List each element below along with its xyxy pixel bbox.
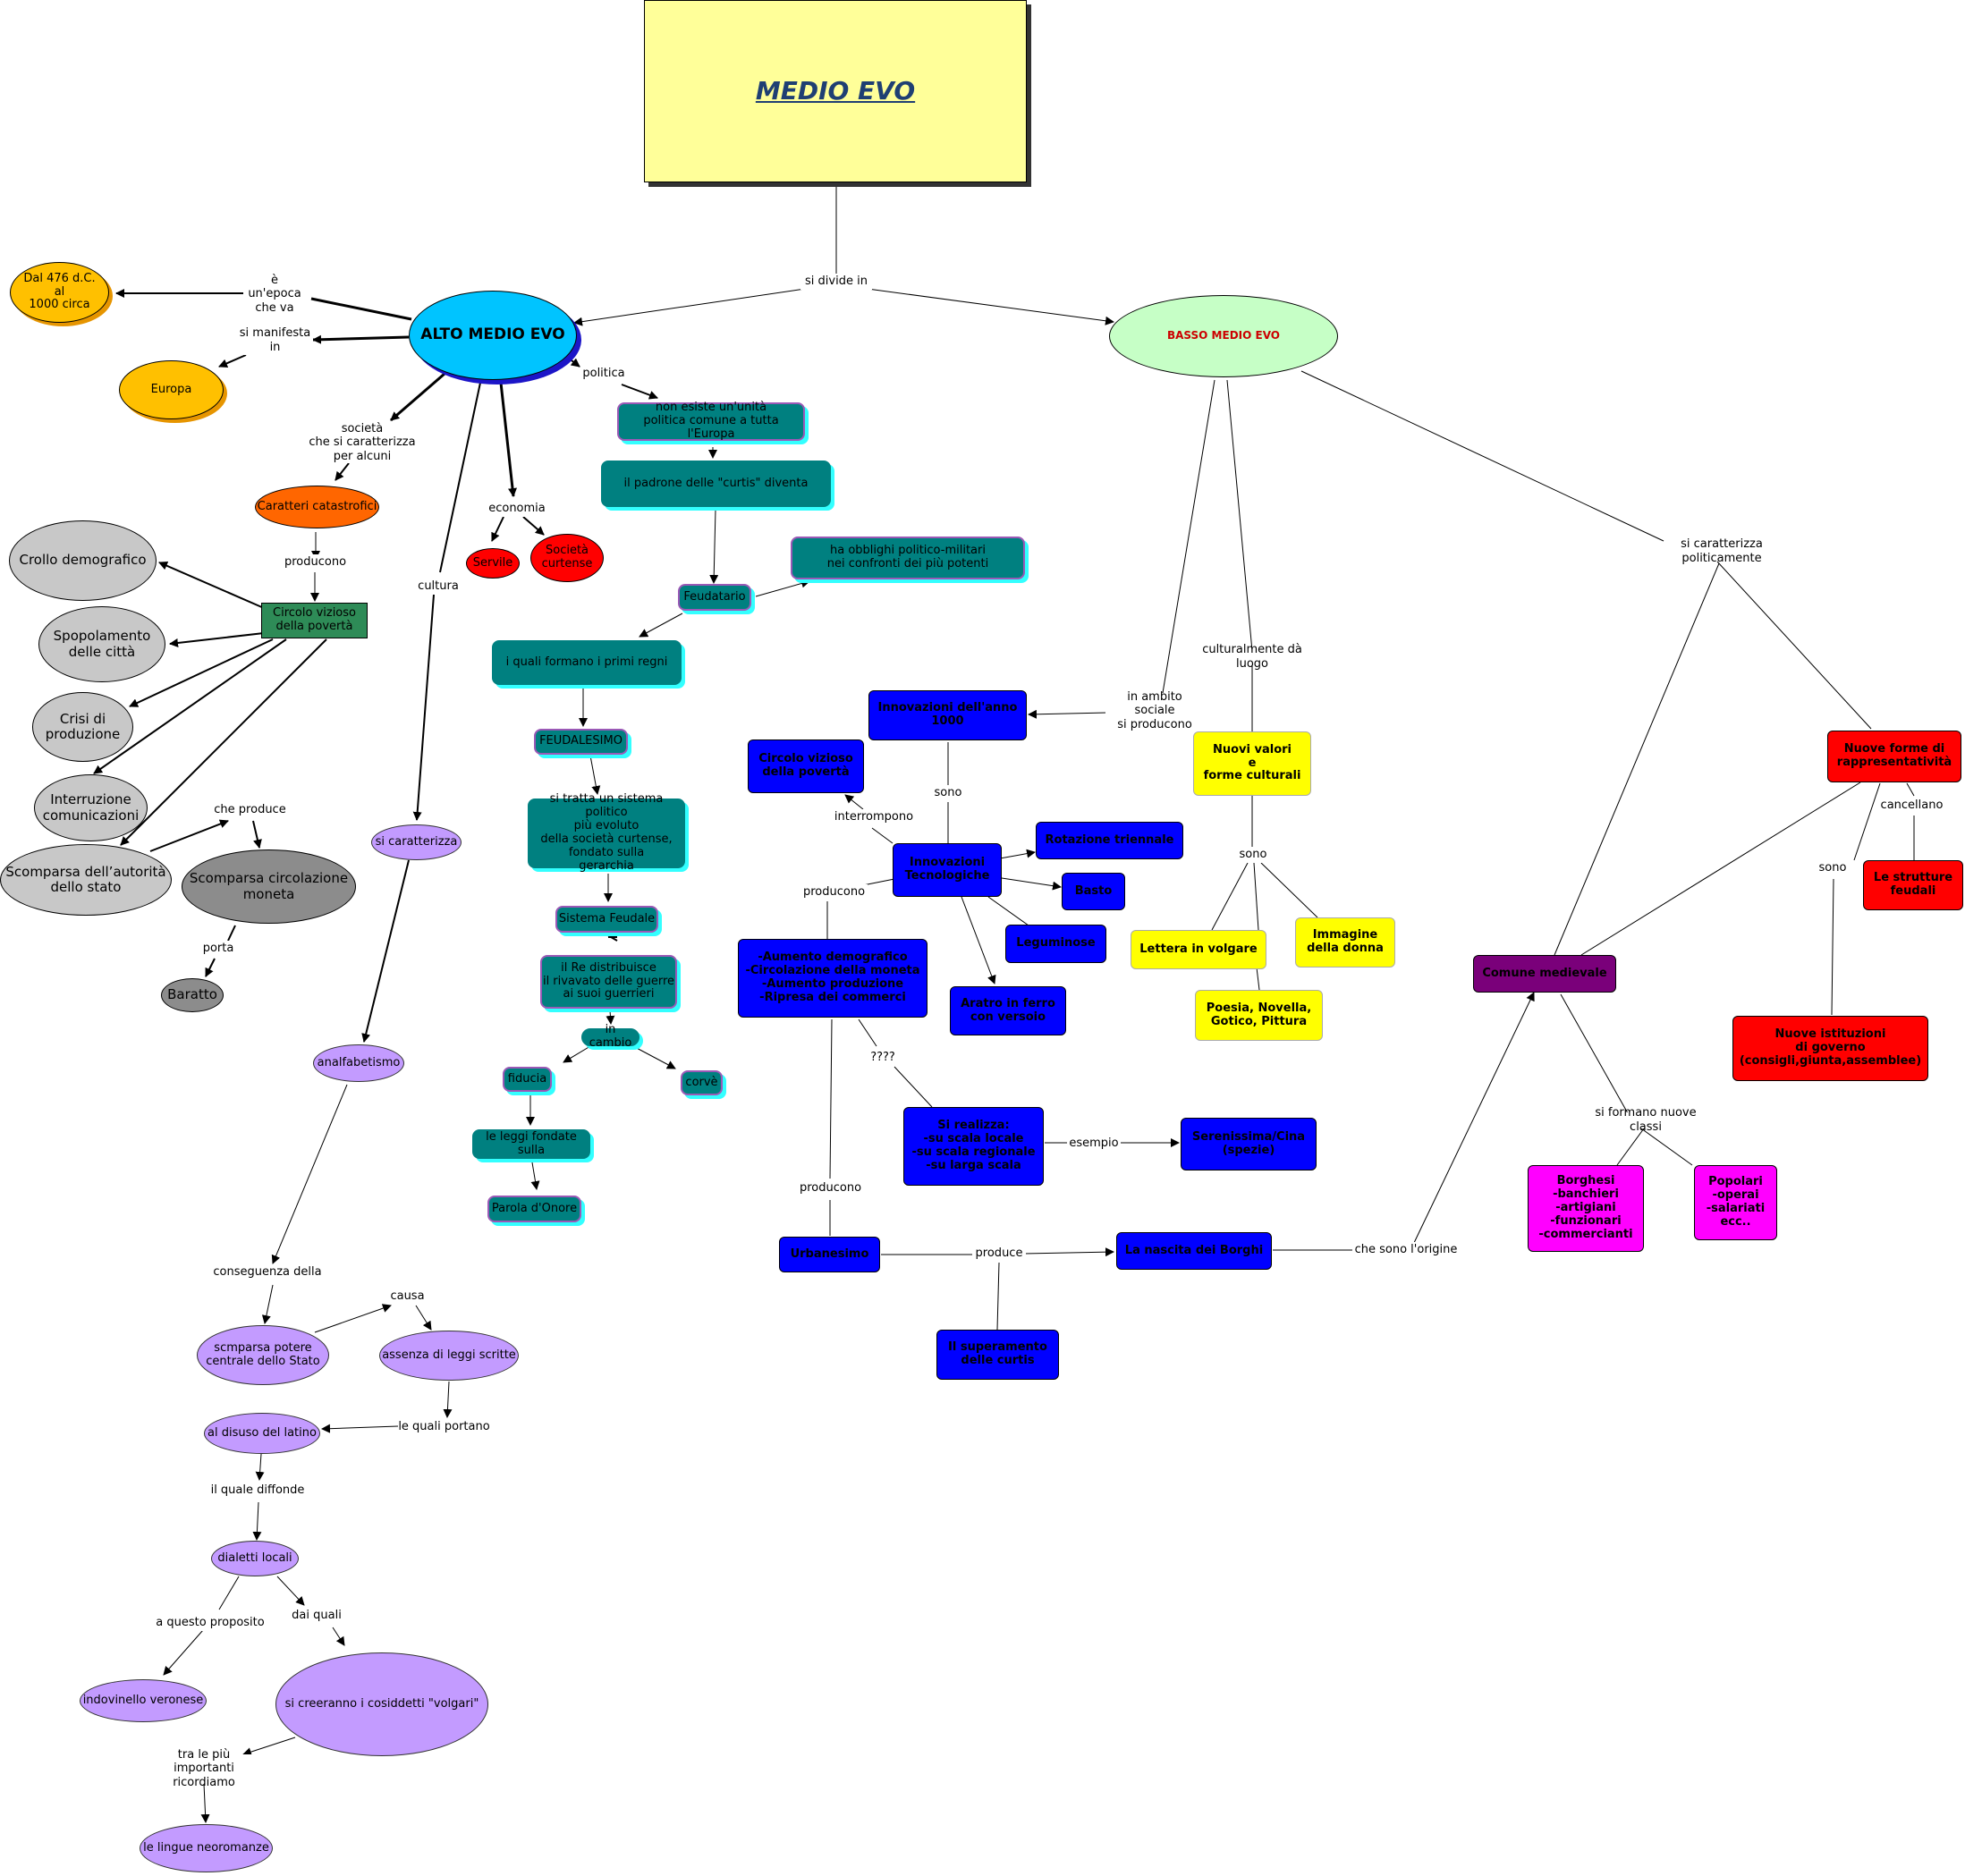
label-cultura: cultura: [415, 579, 462, 595]
fiducia-node[interactable]: fiducia: [503, 1067, 552, 1092]
label-sono-2: sono: [1236, 847, 1270, 863]
label-si-divide-in: si divide in: [800, 274, 872, 290]
label-che-sono-origine: che sono l'origine: [1352, 1242, 1460, 1258]
primi-regni-node[interactable]: i quali formano i primi regni: [492, 640, 682, 685]
scomparsa-potere-node[interactable]: scmparsa potere centrale dello Stato: [197, 1325, 329, 1385]
label-culturalmente: culturalmente dà luogo: [1185, 643, 1319, 671]
circolo-blu-node[interactable]: Circolo vizioso della povertà: [748, 739, 864, 793]
dialetti-locali-node[interactable]: dialetti locali: [211, 1541, 299, 1576]
serenissima-node[interactable]: Serenissima/Cina (spezie): [1181, 1118, 1317, 1170]
label-esempio: esempio: [1067, 1136, 1121, 1152]
re-distribuisce-node[interactable]: il Re distribuisce il rivavato delle gue…: [540, 955, 677, 1009]
alto-medio-evo-node[interactable]: ALTO MEDIO EVO: [409, 291, 577, 380]
scomparsa-moneta-node[interactable]: Scomparsa circolazione moneta: [182, 849, 356, 924]
lettera-volgare-node[interactable]: Lettera in volgare: [1131, 930, 1266, 969]
label-che-produce: che produce: [212, 802, 288, 818]
urbanesimo-node[interactable]: Urbanesimo: [779, 1237, 880, 1272]
label-producono-2: producono: [800, 884, 868, 900]
borghesi-node[interactable]: Borghesi -banchieri -artigiani -funziona…: [1528, 1165, 1644, 1252]
label-causa: causa: [387, 1289, 428, 1305]
label-producono-1: producono: [282, 554, 349, 570]
nuove-istituzioni-node[interactable]: Nuove istituzioni di governo (consigli,g…: [1732, 1016, 1928, 1081]
label-producono-3: producono: [797, 1180, 864, 1196]
aratro-node[interactable]: Aratro in ferro con versoio: [950, 986, 1066, 1035]
immagine-donna-node[interactable]: Immagine della donna: [1295, 917, 1395, 968]
spopolamento-node[interactable]: Spopolamento delle città: [38, 606, 165, 682]
label-a-questo: a questo proposito: [152, 1615, 268, 1631]
societa-curtense-node[interactable]: Società curtense: [530, 534, 604, 582]
label-in-ambito: in ambito sociale si producono: [1105, 690, 1204, 731]
label-manifesta: si manifesta in: [237, 326, 313, 355]
non-esiste-node[interactable]: non esiste un'unità politica comune a tu…: [617, 401, 805, 441]
caratteri-catastrofici-node[interactable]: Caratteri catastrofici: [255, 486, 379, 528]
superamento-node[interactable]: Il superamento delle curtis: [936, 1330, 1059, 1380]
label-tra-le-piu: tra le più importanti ricordiamo: [146, 1748, 262, 1789]
label-question: ????: [868, 1050, 898, 1066]
strutture-feudali-node[interactable]: Le strutture feudali: [1863, 860, 1963, 910]
crollo-demografico-node[interactable]: Crollo demografico: [9, 520, 157, 601]
leguminose-node[interactable]: Leguminose: [1005, 925, 1106, 963]
feudalesimo-node[interactable]: FEUDALESIMO: [534, 729, 628, 755]
label-sono-1: sono: [930, 785, 966, 801]
obblighi-node[interactable]: ha obblighi politico-militari nei confro…: [791, 537, 1025, 579]
si-caratterizza-node[interactable]: si caratterizza: [371, 824, 462, 860]
parola-onore-node[interactable]: Parola d'Onore: [487, 1196, 581, 1222]
sistema-feudale-node[interactable]: Sistema Feudale: [555, 906, 658, 933]
rotazione-node[interactable]: Rotazione triennale: [1036, 822, 1183, 859]
in-cambio-node[interactable]: in cambio: [581, 1023, 639, 1050]
interruzione-node[interactable]: Interruzione comunicazioni: [34, 774, 148, 841]
popolari-node[interactable]: Popolari -operai -salariati ecc..: [1694, 1165, 1777, 1240]
assenza-leggi-node[interactable]: assenza di leggi scritte: [379, 1331, 519, 1381]
analfabetismo-node[interactable]: analfabetismo: [313, 1044, 404, 1082]
poesia-node[interactable]: Poesia, Novella, Gotico, Pittura: [1195, 990, 1323, 1041]
title-box: MEDIO EVO: [644, 0, 1027, 182]
basso-medio-evo-node[interactable]: BASSO MEDIO EVO: [1109, 295, 1338, 377]
innovazioni-1000-node[interactable]: Innovazioni dell'anno 1000: [868, 690, 1027, 740]
circolo-vizioso-node[interactable]: Circolo vizioso della povertà: [261, 603, 368, 638]
leggi-fondate-node[interactable]: le leggi fondate sulla: [472, 1129, 590, 1159]
comune-medievale-node[interactable]: Comune medievale: [1473, 955, 1616, 993]
label-dai-quali: dai quali: [289, 1608, 344, 1624]
aumento-node[interactable]: -Aumento demografico -Circolazione della…: [738, 939, 927, 1018]
crisi-produzione-node[interactable]: Crisi di produzione: [32, 692, 133, 762]
label-quale-diffonde: il quale diffonde: [208, 1483, 307, 1499]
padrone-curtis-node[interactable]: il padrone delle "curtis" diventa: [601, 461, 831, 507]
innovazioni-tecnologiche-node[interactable]: Innovazioni Tecnologiche: [893, 843, 1002, 897]
nuovi-valori-node[interactable]: Nuovi valori e forme culturali: [1193, 731, 1311, 796]
corve-node[interactable]: corvè: [681, 1070, 723, 1095]
disuso-latino-node[interactable]: al disuso del latino: [204, 1413, 320, 1454]
servile-node[interactable]: Servile: [466, 548, 520, 579]
sistema-politico-node[interactable]: si tratta un sistema politico più evolut…: [528, 792, 685, 873]
baratto-node[interactable]: Baratto: [161, 978, 224, 1012]
label-porta: porta: [199, 941, 237, 957]
volgari-node[interactable]: si creeranno i cosiddetti "volgari": [275, 1652, 488, 1756]
lingue-neoromanze-node[interactable]: le lingue neoromanze: [140, 1824, 273, 1872]
date-node[interactable]: Dal 476 d.C. al 1000 circa: [10, 262, 109, 323]
feudatario-node[interactable]: Feudatario: [678, 584, 751, 611]
label-produce: produce: [972, 1246, 1026, 1262]
europa-node[interactable]: Europa: [119, 360, 224, 419]
nascita-borghi-node[interactable]: La nascita dei Borghi: [1116, 1232, 1272, 1270]
label-cancellano: cancellano: [1878, 798, 1945, 814]
basto-node[interactable]: Basto: [1062, 873, 1125, 910]
scomparsa-autorita-node[interactable]: Scomparsa dell’autorità dello stato: [0, 844, 172, 916]
label-politica: politica: [580, 366, 627, 382]
label-epoca: è un'epoca che va: [243, 274, 306, 315]
label-si-formano: si formano nuove classi: [1579, 1106, 1713, 1134]
label-conseguenza: conseguenza della: [213, 1264, 322, 1280]
nuove-forme-node[interactable]: Nuove forme di rappresentatività: [1827, 731, 1961, 782]
label-economia: economia: [486, 501, 548, 517]
label-societa: società che si caratterizza per alcuni: [309, 421, 416, 463]
si-realizza-node[interactable]: Si realizza: -su scala locale -su scala …: [903, 1107, 1044, 1186]
indovinello-node[interactable]: indovinello veronese: [80, 1679, 207, 1722]
label-si-caratterizza-pol: si caratterizza politicamente: [1641, 537, 1802, 565]
label-sono-3: sono: [1816, 860, 1850, 876]
label-interrompono: interrompono: [834, 809, 914, 825]
label-quali-portano: le quali portano: [398, 1419, 490, 1435]
